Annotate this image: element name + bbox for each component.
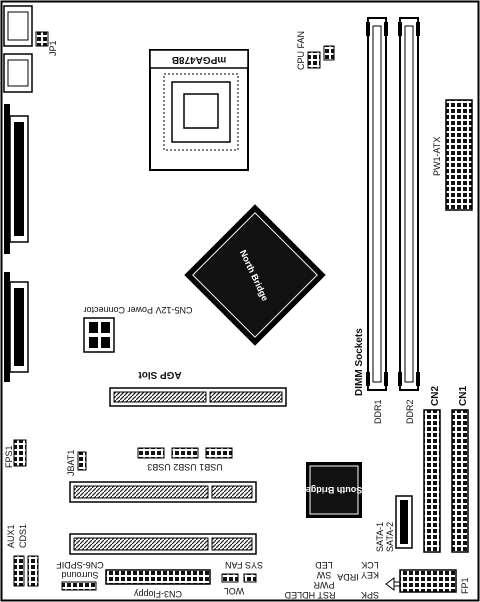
pw1-label: PW1-ATX bbox=[432, 137, 442, 176]
fps1-label: FPS1 bbox=[4, 445, 14, 468]
socket-label: mPGA478B bbox=[172, 54, 226, 65]
key-label: KEY bbox=[361, 570, 379, 580]
cpu-fan-label: CPU FAN bbox=[296, 31, 306, 70]
front-panel-labels: RST HDLED PWR SW LED IRDA SPK KEY LCK bbox=[284, 560, 401, 600]
fp1-header: FP1 bbox=[399, 569, 470, 594]
usb-headers: USB1 USB2 USB3 bbox=[137, 447, 233, 472]
power-connector-label: CN5-12V Power Connector bbox=[83, 305, 192, 315]
dimm-sockets: DIMM Sockets DDR1 DDR2 bbox=[354, 17, 420, 424]
ide-connectors: CN2 CN1 bbox=[423, 386, 469, 553]
cds1-label: CDS1 bbox=[18, 524, 28, 548]
led-label: LED bbox=[315, 560, 333, 570]
cn2-label: CN2 bbox=[430, 386, 441, 406]
rst-hdled-label: RST HDLED bbox=[284, 590, 335, 600]
ddr1-label: DDR1 bbox=[373, 399, 383, 424]
jbat1-jumper: JBAT1 bbox=[66, 450, 87, 476]
south-bridge-label: South Bridge bbox=[306, 485, 363, 495]
aux1-label: AUX1 bbox=[6, 524, 16, 548]
south-bridge-chip: South Bridge bbox=[306, 462, 363, 518]
cn1-label: CN1 bbox=[458, 386, 469, 406]
lck-label: LCK bbox=[361, 560, 379, 570]
usb-label: USB1 USB2 USB3 bbox=[147, 462, 223, 472]
floppy-label: CN3-Floppy bbox=[133, 589, 182, 599]
pci-slots bbox=[69, 481, 257, 555]
jp1-label: JP1 bbox=[48, 40, 58, 56]
spdif-surround-header: CN6-SPDIF Surround bbox=[56, 560, 104, 591]
sata1-label: SATA-1 bbox=[375, 522, 385, 552]
sw-label: SW bbox=[316, 570, 331, 580]
spdif-label: CN6-SPDIF bbox=[56, 560, 104, 570]
floppy-connector: CN3-Floppy bbox=[105, 569, 211, 599]
fps1-header: FPS1 bbox=[4, 439, 27, 468]
audio-headers: AUX1 CDS1 bbox=[6, 524, 39, 587]
sata2-label: SATA-2 bbox=[385, 522, 395, 552]
jbat1-label: JBAT1 bbox=[66, 450, 76, 476]
sys-fan-wol: SYS FAN WOL bbox=[221, 560, 263, 596]
ddr2-label: DDR2 bbox=[405, 399, 415, 424]
jp1-jumper: JP1 bbox=[35, 31, 58, 56]
atx-power-connector: PW1-ATX bbox=[432, 99, 473, 211]
sata-connectors: SATA-1 SATA-2 bbox=[375, 495, 413, 552]
wol-label: WOL bbox=[224, 586, 245, 596]
cpu-fan-header: CPU FAN bbox=[296, 31, 335, 70]
agp-slot: AGP Slot bbox=[109, 369, 287, 407]
agp-slot-label: AGP Slot bbox=[138, 369, 182, 380]
cn5-12v-connector: CN5-12V Power Connector bbox=[83, 305, 193, 353]
rear-io-ports bbox=[3, 5, 33, 382]
dimm-sockets-label: DIMM Sockets bbox=[354, 328, 365, 396]
sys-fan-label: SYS FAN bbox=[225, 560, 263, 570]
irda-label: IRDA bbox=[337, 572, 359, 582]
fp1-label: FP1 bbox=[460, 577, 470, 594]
surround-label: Surround bbox=[61, 570, 98, 580]
spk-label: SPK bbox=[361, 590, 379, 600]
pwr-label: PWR bbox=[313, 580, 334, 590]
cpu-socket: mPGA478B bbox=[149, 49, 249, 171]
